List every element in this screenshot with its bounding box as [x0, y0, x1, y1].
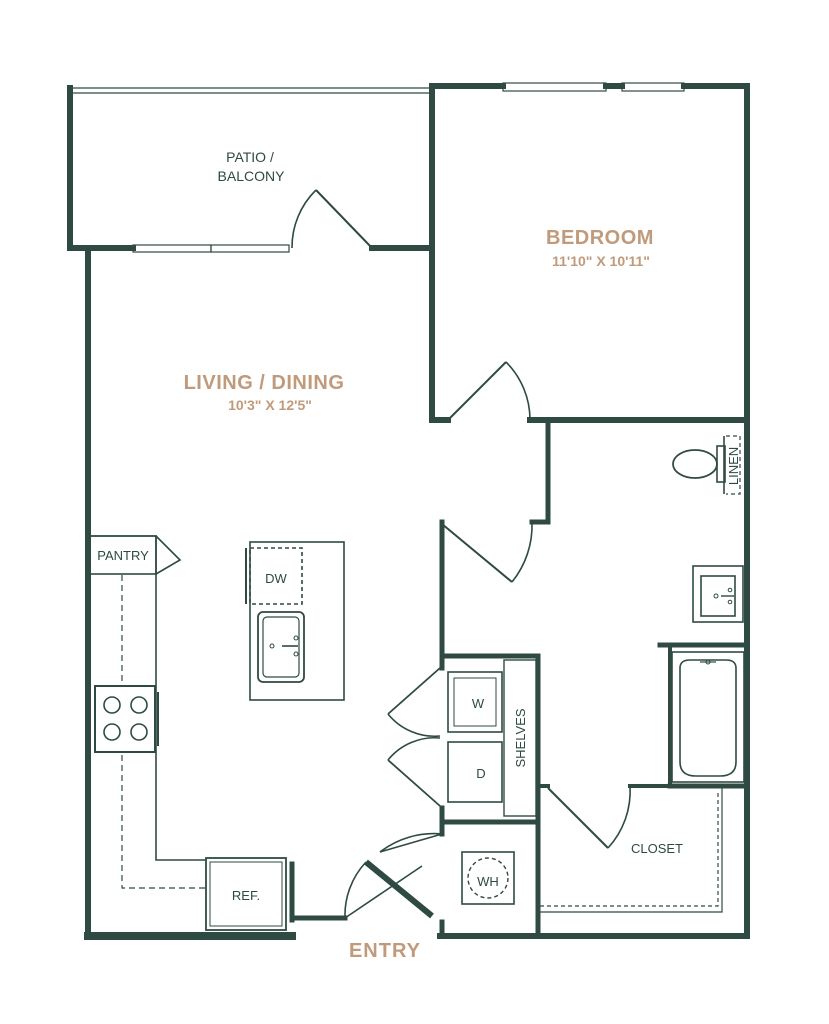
entry-label: ENTRY — [349, 940, 421, 962]
linen-label: LINEN — [726, 447, 741, 485]
living-dining-dimensions: 10'3" X 12'5" — [228, 397, 312, 413]
dryer-label: D — [476, 766, 485, 781]
kitchen — [89, 535, 345, 931]
laundry — [447, 659, 723, 913]
pantry-label: PANTRY — [97, 548, 149, 563]
walls — [67, 83, 750, 940]
shelves-label: SHELVES — [513, 708, 528, 767]
dishwasher-label: DW — [265, 571, 287, 586]
bedroom-name: BEDROOM — [546, 227, 654, 249]
closet-label: CLOSET — [631, 841, 683, 856]
doors — [291, 189, 631, 919]
patio-label-line1: PATIO / — [226, 149, 274, 165]
bathroom — [671, 435, 745, 783]
bedroom-dimensions: 11'10" X 10'11" — [552, 253, 650, 269]
patio-label-line2: BALCONY — [218, 168, 286, 184]
water-heater-label: WH — [477, 874, 499, 889]
refrigerator-label: REF. — [232, 888, 260, 903]
living-dining-name: LIVING / DINING — [184, 372, 345, 394]
washer-label: W — [472, 696, 485, 711]
